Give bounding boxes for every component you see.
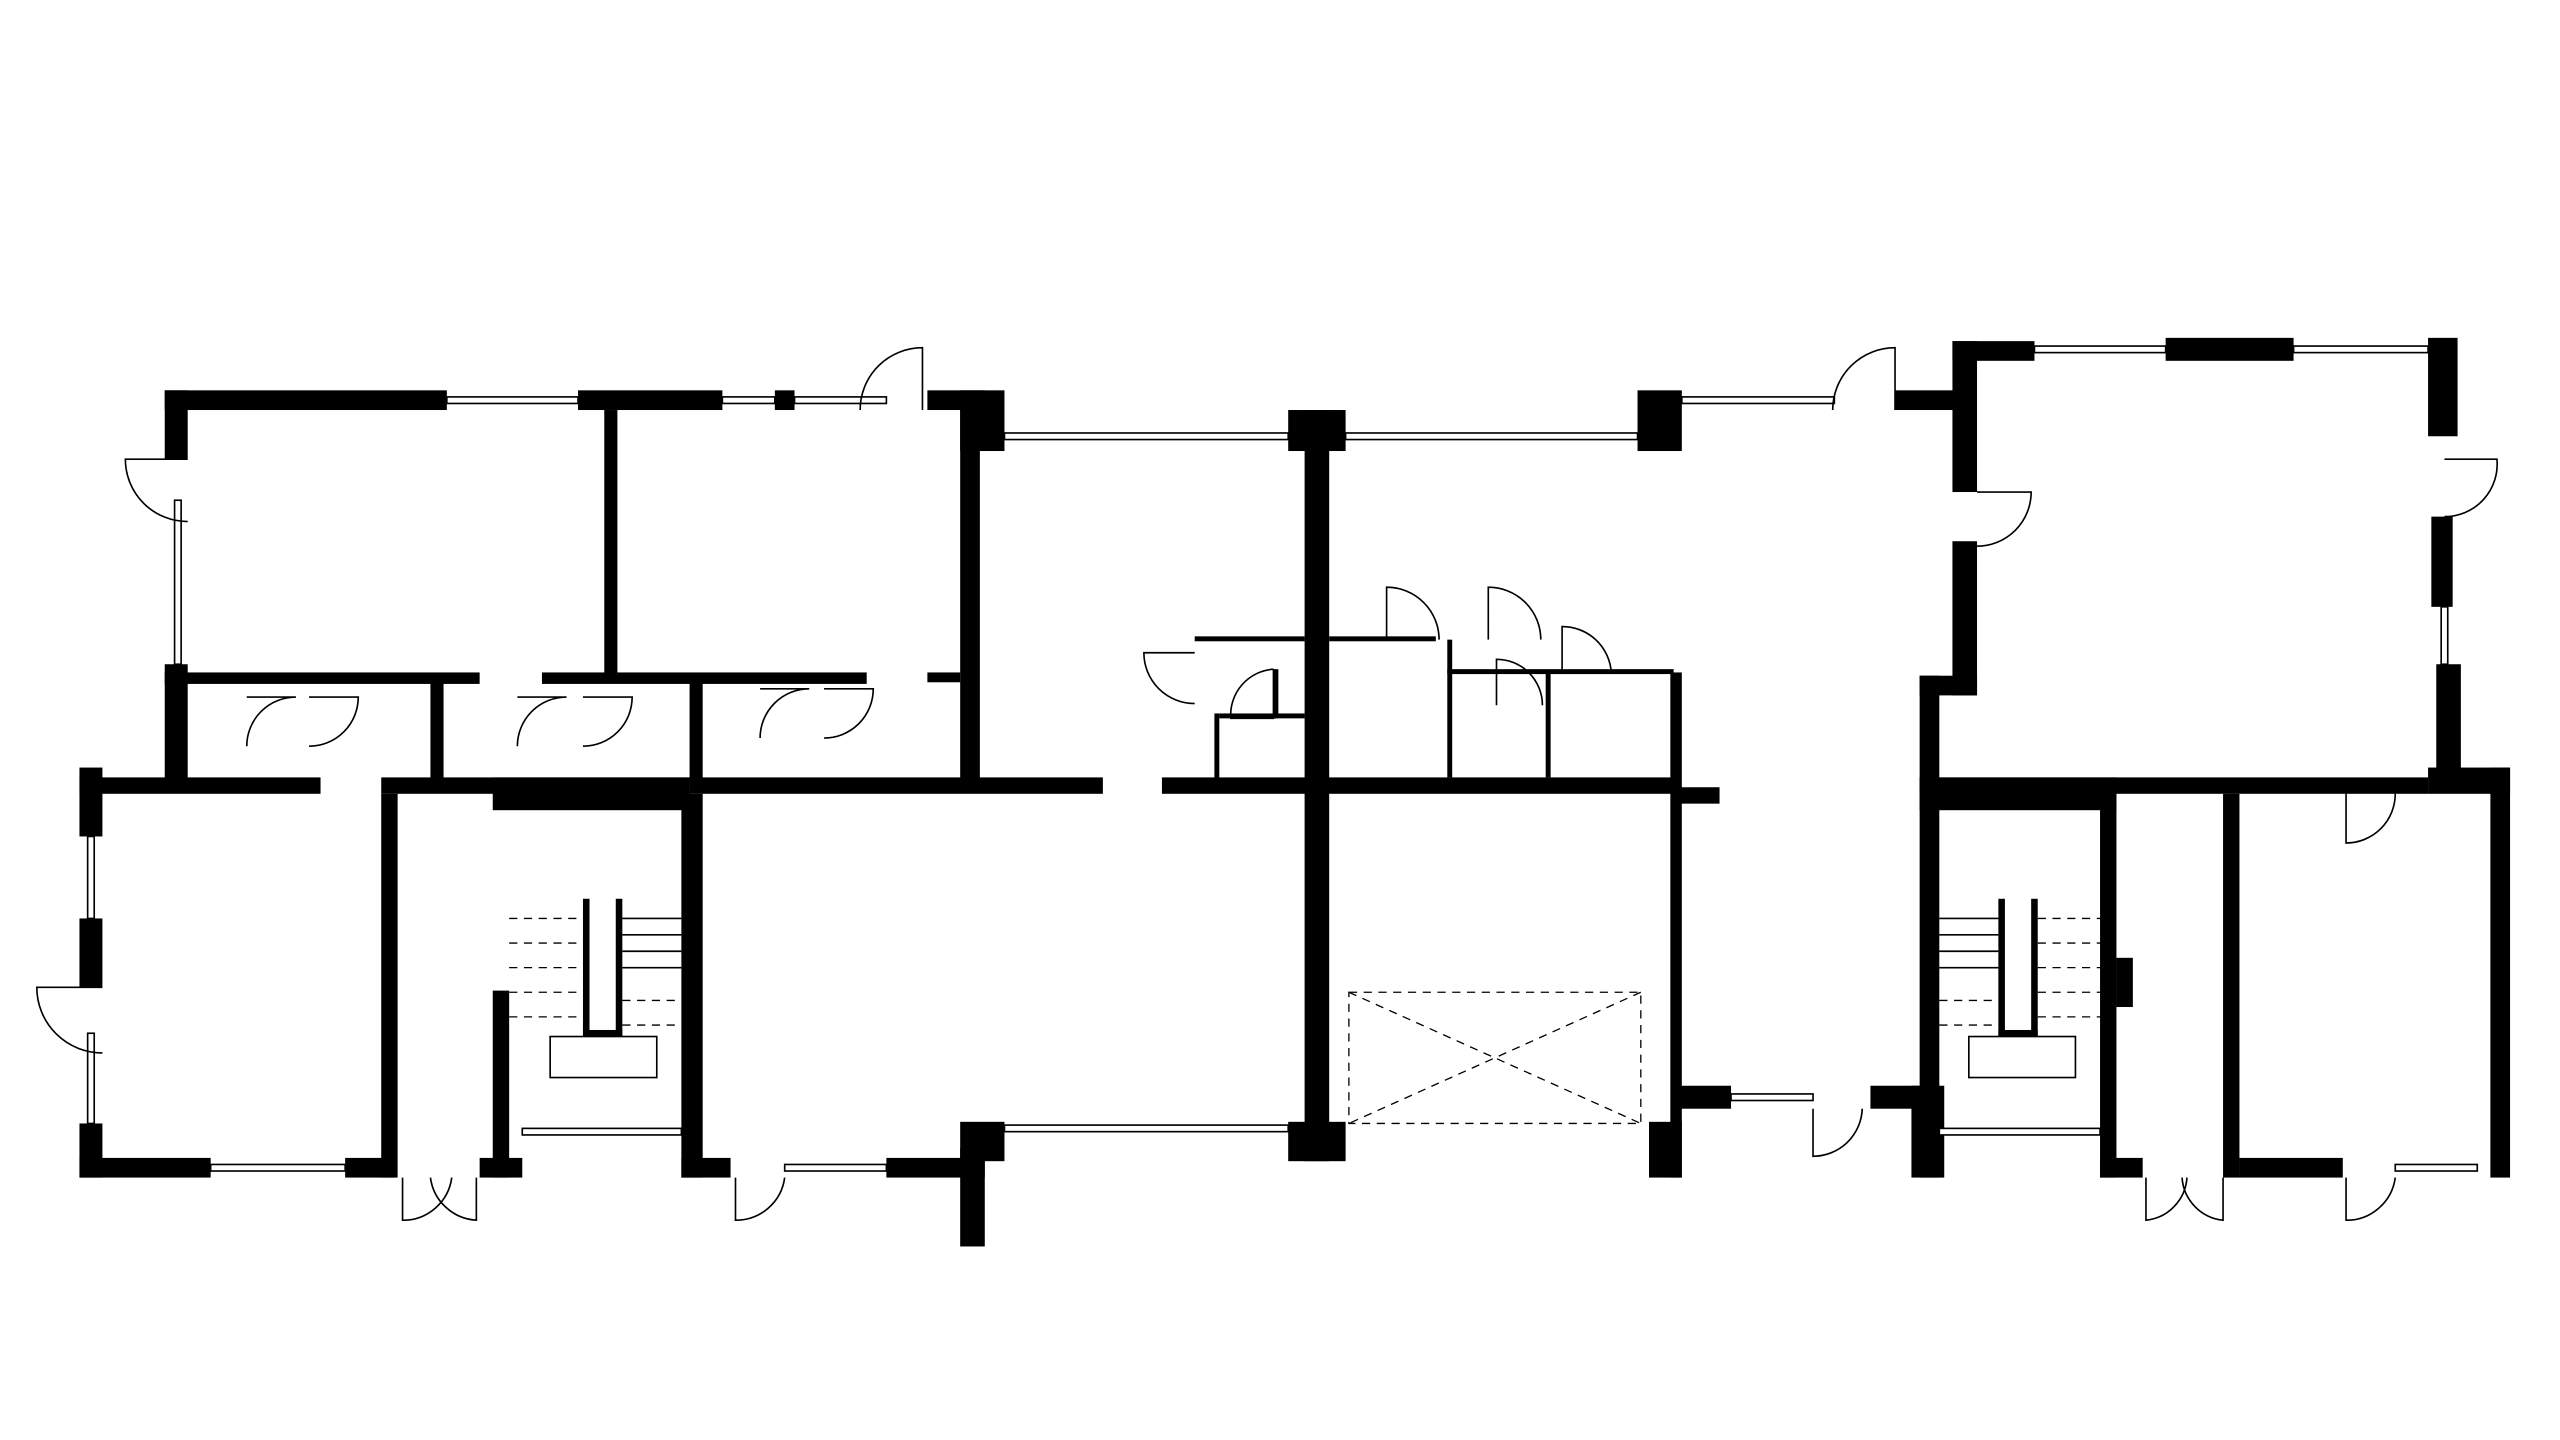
elevator-void (1348, 991, 1642, 1125)
stairs-right (1939, 917, 2104, 1079)
walls (79, 337, 2511, 1247)
windows (86, 345, 2479, 1172)
stairs-left (509, 917, 682, 1079)
doors (35, 346, 2498, 1222)
